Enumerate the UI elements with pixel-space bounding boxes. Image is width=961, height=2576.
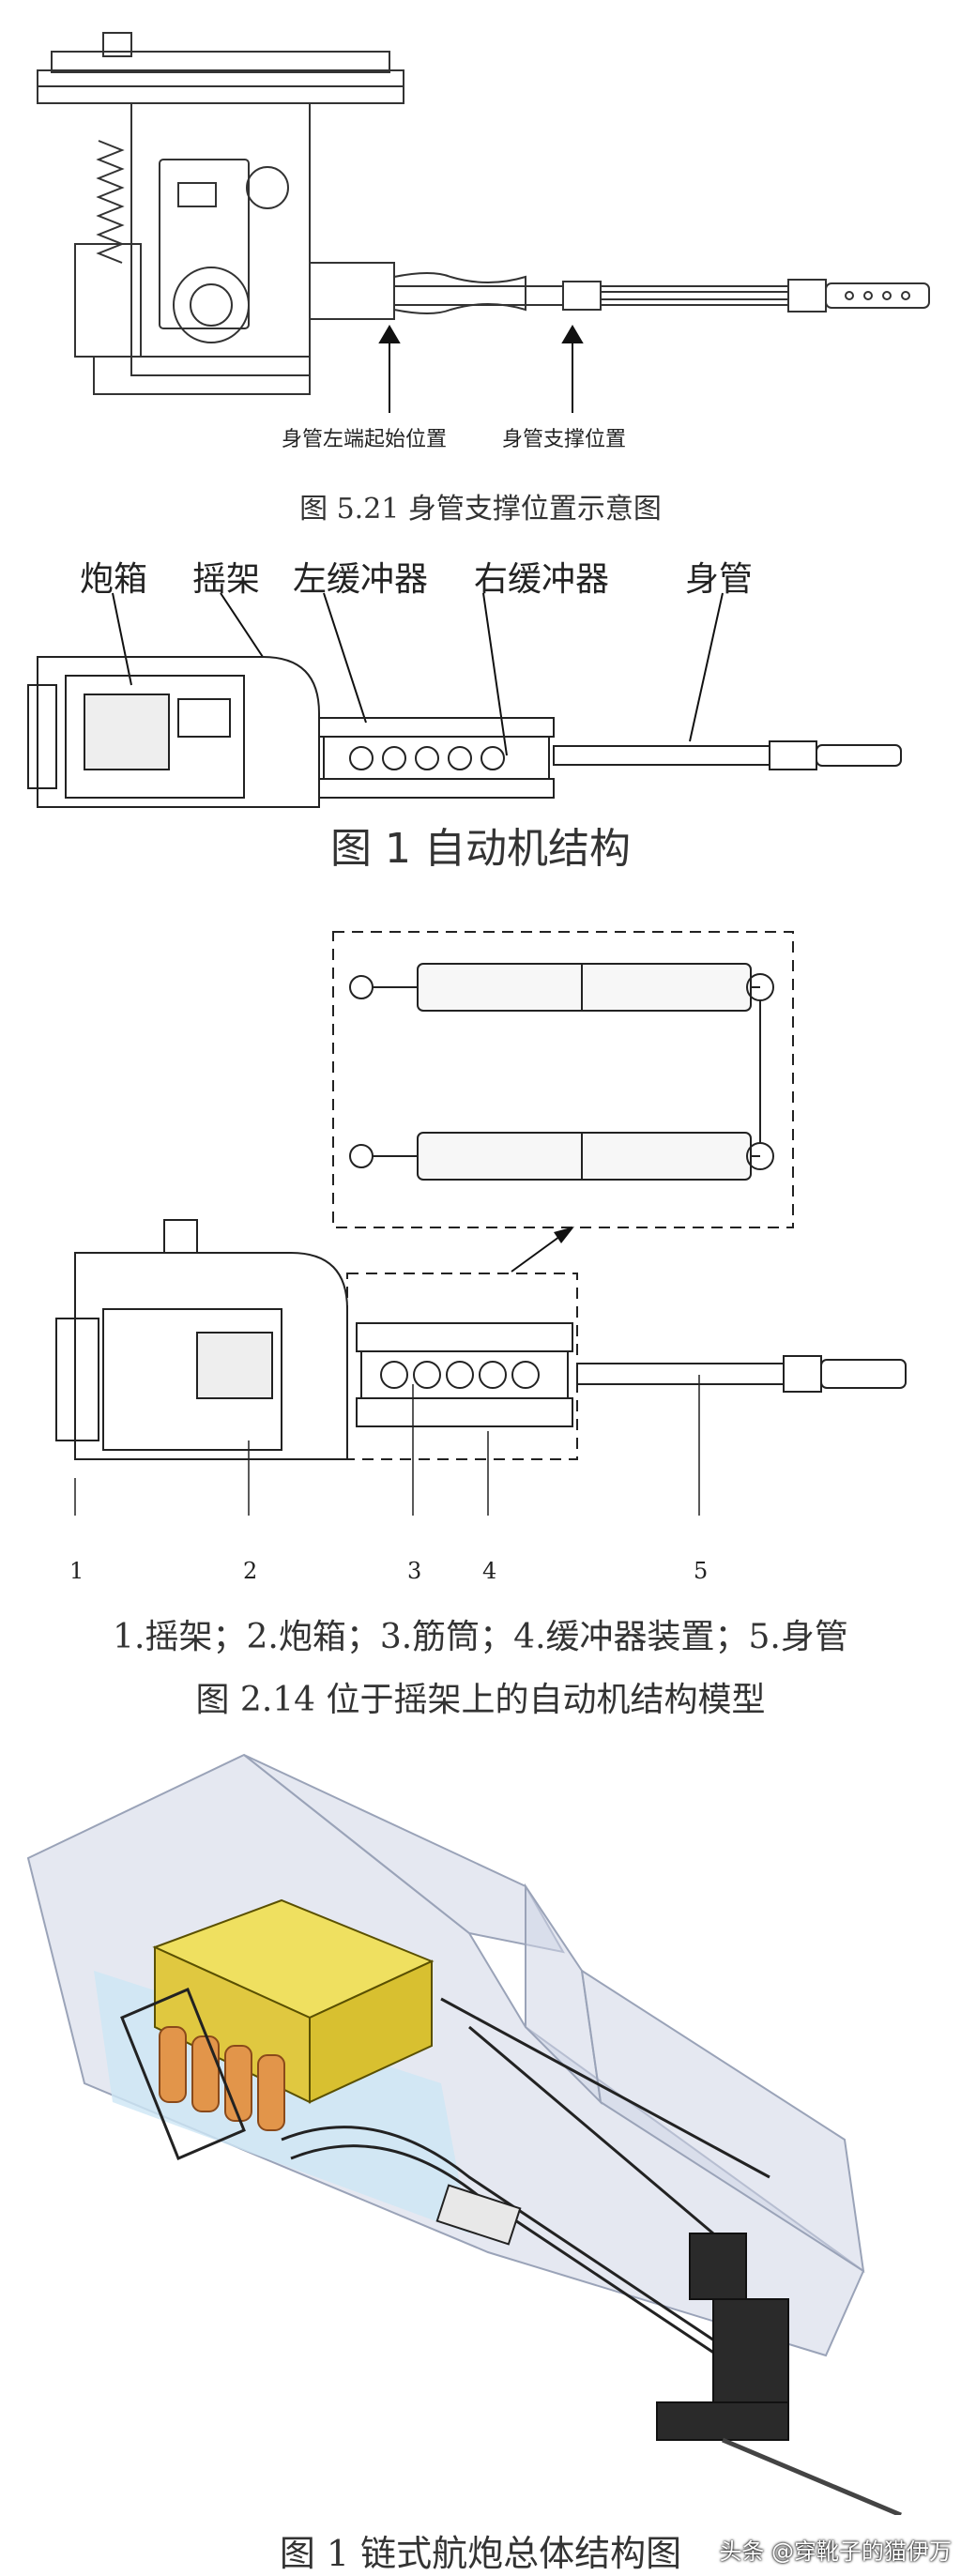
figure-automaton-on-cradle: 1 2 3 4 5 [0,915,961,1609]
label-gun-box: 炮箱 [80,560,148,599]
part-number-4: 4 [482,1558,497,1584]
label-cradle: 摇架 [192,560,261,599]
label-barrel: 身管 [685,560,754,599]
part-number-2: 2 [243,1558,258,1584]
label-barrel-support: 身管支撑位置 [502,428,627,451]
caption-figure-5-21: 图 5.21 身管支撑位置示意图 [299,493,662,526]
gun-mount-line-drawing [37,32,930,413]
figure-gun-mount-drawing: 身管左端起始位置 身管支撑位置 [0,19,961,479]
label-left-buffer: 左缓冲器 [293,560,429,599]
part-number-5: 5 [694,1558,709,1584]
caption-figure-1-chain-gun: 图 1 链式航炮总体结构图 [279,2533,682,2574]
figure-chain-gun-3d-render [0,1745,961,2515]
cradle-automaton-drawing [55,931,907,1516]
part-number-3: 3 [407,1558,422,1584]
watermark: 头条 @穿靴子的猫伊万 [719,2538,952,2565]
figure-2-14-legend: 1.摇架；2.炮箱；3.筋筒；4.缓冲器装置；5.身管 [113,1618,848,1656]
label-barrel-left-start: 身管左端起始位置 [282,428,448,451]
figure-automaton-structure: 炮箱 摇架 左缓冲器 右缓冲器 身管 [0,544,961,826]
automaton-line-drawing [27,592,902,808]
chain-gun-render [26,1753,902,2515]
caption-figure-1-automaton: 图 1 自动机结构 [330,825,631,873]
caption-figure-2-14: 图 2.14 位于摇架上的自动机结构模型 [195,1681,766,1719]
part-number-1: 1 [69,1558,84,1584]
label-right-buffer: 右缓冲器 [474,560,610,599]
